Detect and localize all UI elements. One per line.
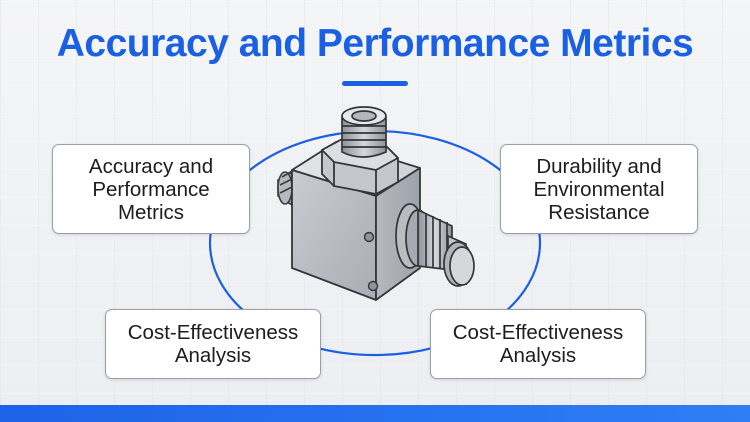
card-cost-effectiveness-right: Cost-Effectiveness Analysis	[430, 309, 646, 379]
slide-title: Accuracy and Performance Metrics	[56, 22, 694, 65]
card-label: Cost-Effectiveness Analysis	[452, 321, 624, 367]
card-label: Accuracy and Performance Metrics	[88, 154, 214, 224]
card-label: Cost-Effectiveness Analysis	[127, 321, 299, 367]
title-underline	[342, 81, 408, 86]
card-durability-environmental: Durability and Environmental Resistance	[500, 144, 698, 234]
footer-accent-bar	[0, 405, 750, 422]
card-label: Durability and Environmental Resistance	[533, 154, 665, 224]
card-cost-effectiveness-left: Cost-Effectiveness Analysis	[105, 309, 321, 379]
card-accuracy-performance: Accuracy and Performance Metrics	[52, 144, 250, 234]
